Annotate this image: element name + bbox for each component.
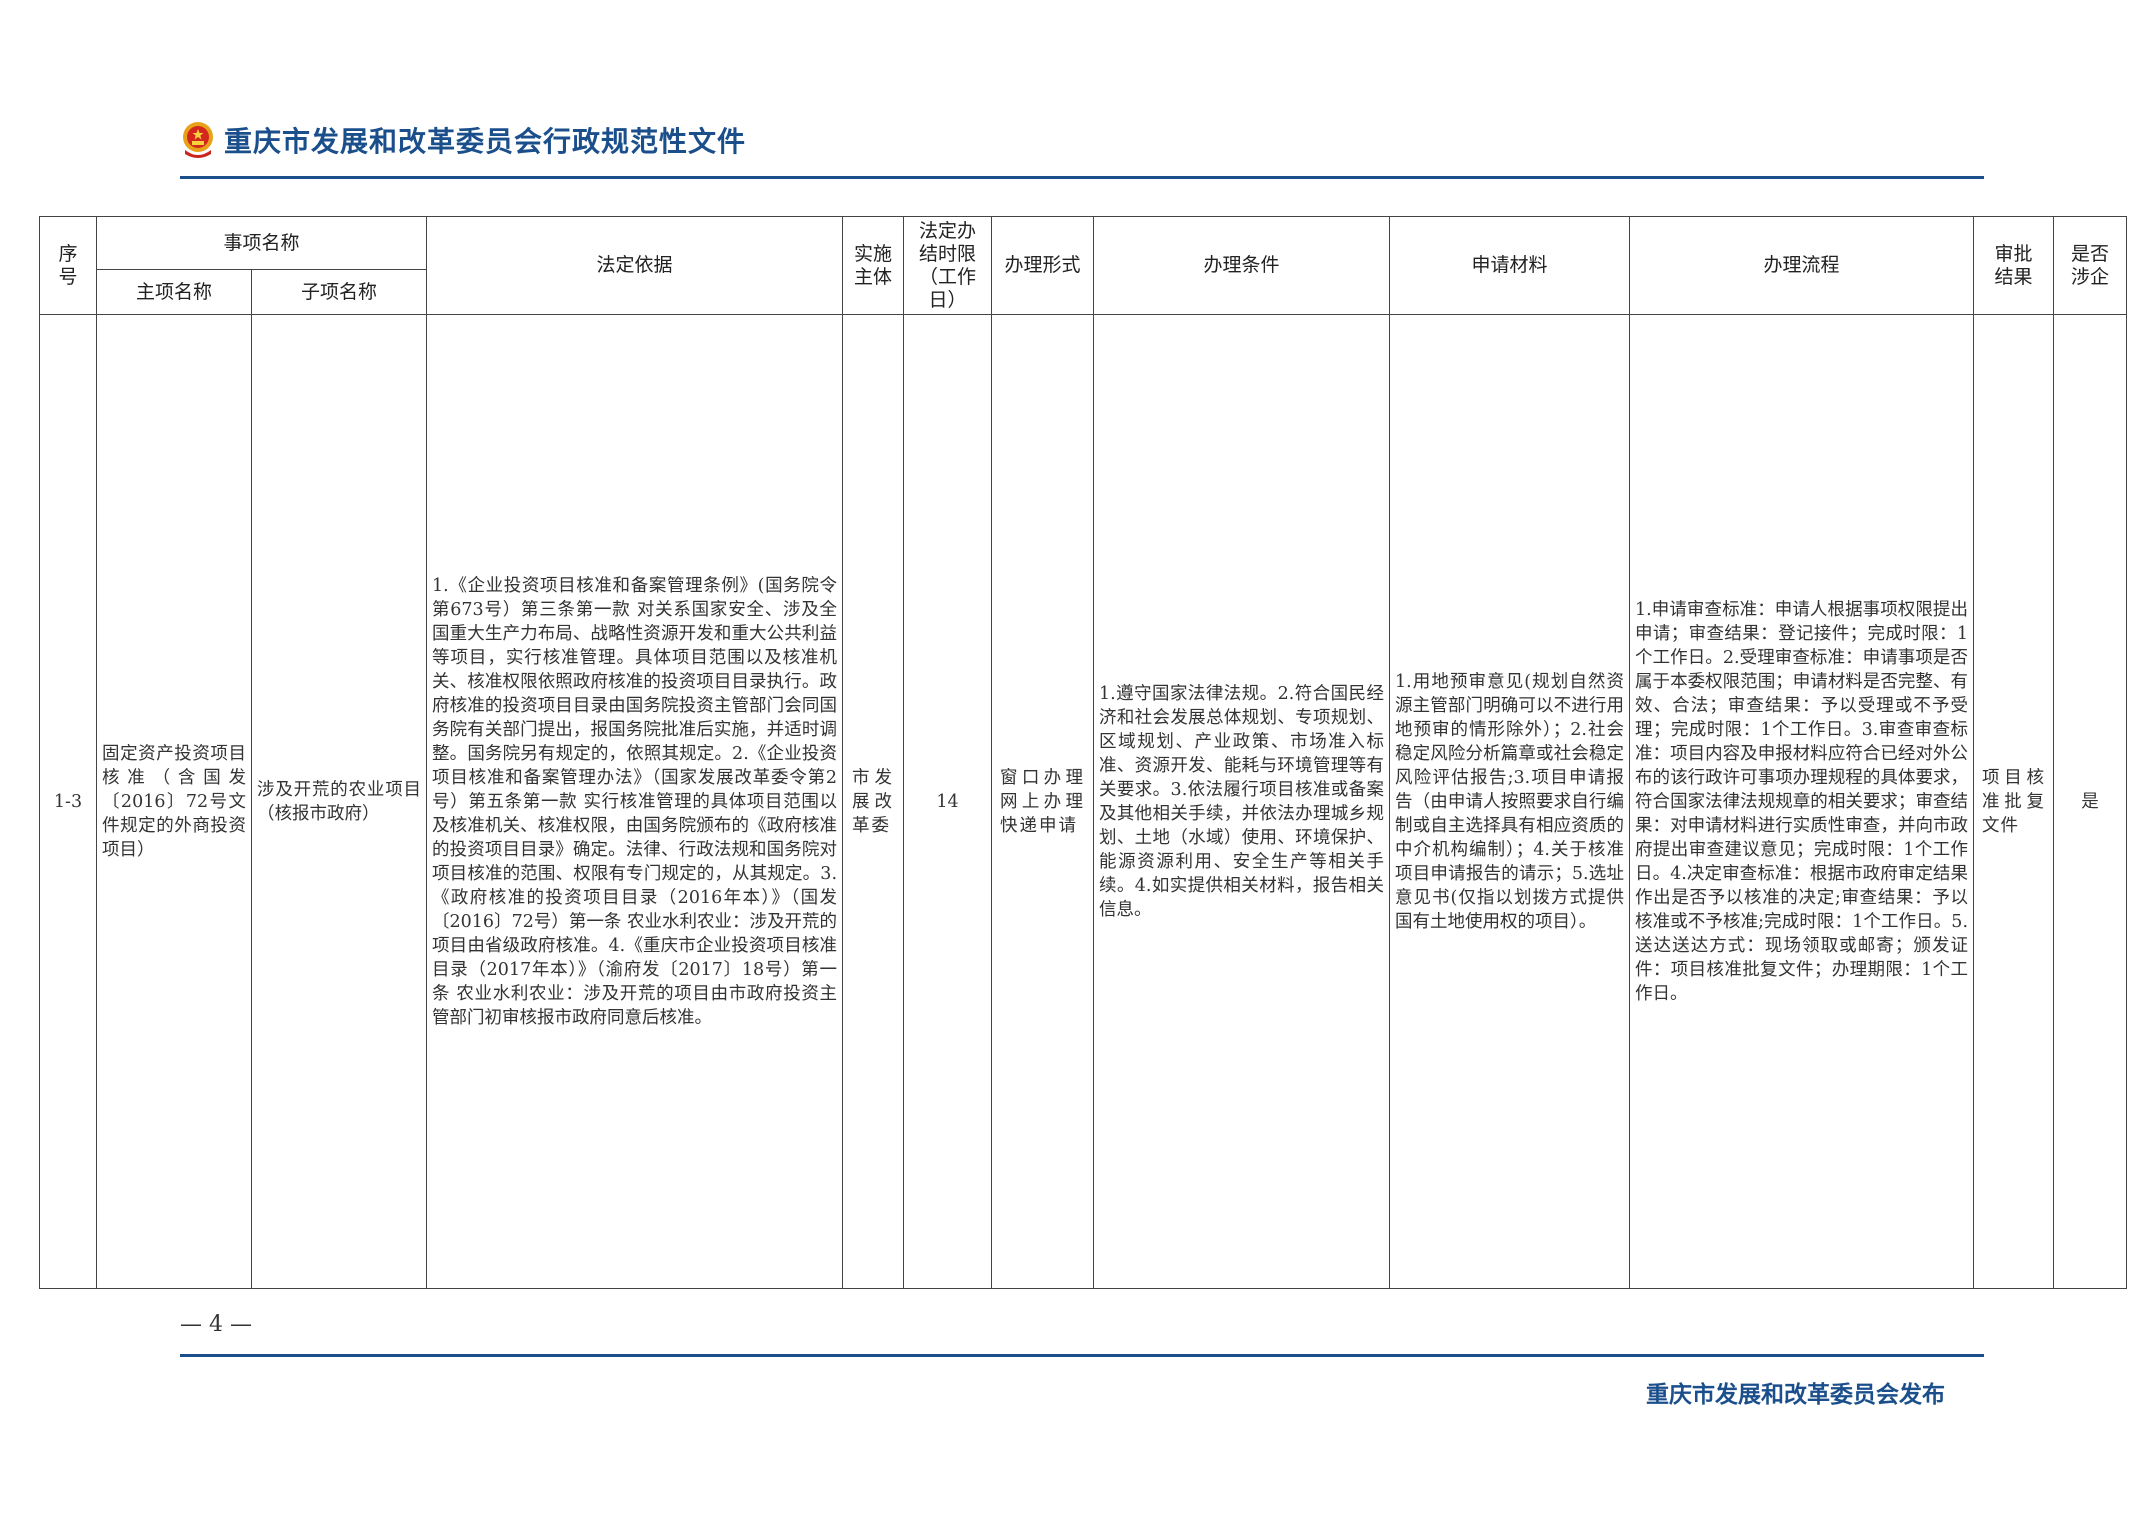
document-title: 重庆市发展和改革委员会行政规范性文件	[224, 125, 747, 158]
cell-legal-basis: 1.《企业投资项目核准和备案管理条例》(国务院令第673号）第三条第一款 对关系…	[426, 314, 844, 1289]
header-conditions: 办理条件	[1093, 216, 1391, 315]
cell-main-item: 固定资产投资项目核准（含国发〔2016〕72号文件规定的外商投资项目）	[96, 314, 252, 1289]
cell-materials: 1.用地预审意见(规划自然资源主管部门明确可以不进行用地预审的情形除外）；2.社…	[1389, 314, 1631, 1289]
page-number: — 4 —	[180, 1312, 252, 1337]
subject-text: 市发展改革委	[852, 767, 895, 836]
cell-form: 窗口办理网上办理快递申请	[991, 314, 1095, 1289]
cell-enterprise: 是	[2053, 314, 2128, 1289]
legal-basis-text: 1.《企业投资项目核准和备案管理条例》(国务院令第673号）第三条第一款 对关系…	[432, 575, 838, 1028]
header-time-limit: 法定办结时限（工作日）	[903, 216, 993, 315]
table-row: 1-3 固定资产投资项目核准（含国发〔2016〕72号文件规定的外商投资项目） …	[39, 314, 2128, 1289]
cell-sub-item: 涉及开荒的农业项目（核报市政府）	[250, 314, 428, 1289]
header-process: 办理流程	[1629, 216, 1975, 315]
header-sub-item: 子项名称	[250, 269, 428, 315]
header-materials: 申请材料	[1389, 216, 1631, 315]
conditions-text: 1.遵守国家法律法规。2.符合国民经济和社会发展总体规划、专项规划、区域规划、产…	[1099, 683, 1385, 920]
process-text: 1.申请审查标准：申请人根据事项权限提出申请；审查结果：登记接件；完成时限：1个…	[1635, 599, 1969, 1004]
publisher: 重庆市发展和改革委员会发布	[1646, 1382, 1945, 1408]
header-main-item: 主项名称	[96, 269, 252, 315]
header-form: 办理形式	[991, 216, 1095, 315]
main-item-text: 固定资产投资项目核准（含国发〔2016〕72号文件规定的外商投资项目）	[102, 743, 246, 860]
approval-items-table: 序号 事项名称 法定依据 实施主体 法定办结时限（工作日） 办理形式 办理条件 …	[39, 216, 2128, 1289]
form-text: 窗口办理网上办理快递申请	[1000, 767, 1086, 836]
header-legal-basis: 法定依据	[426, 216, 844, 315]
result-text: 项目核准批复文件	[1982, 767, 2046, 836]
header-subject: 实施主体	[842, 216, 905, 315]
cell-process: 1.申请审查标准：申请人根据事项权限提出申请；审查结果：登记接件；完成时限：1个…	[1629, 314, 1975, 1289]
header-result: 审批结果	[1973, 216, 2055, 315]
document-header: 重庆市发展和改革委员会行政规范性文件	[180, 120, 746, 160]
cell-time-limit: 14	[903, 314, 993, 1289]
sub-item-text: 涉及开荒的农业项目（核报市政府）	[257, 779, 422, 824]
header-divider	[180, 176, 1984, 179]
header-enterprise: 是否涉企	[2053, 216, 2128, 315]
header-seq: 序号	[39, 216, 97, 315]
footer-divider	[180, 1354, 1984, 1357]
header-item-name: 事项名称	[95, 216, 428, 270]
cell-result: 项目核准批复文件	[1973, 314, 2055, 1289]
national-emblem-icon	[183, 122, 213, 158]
cell-subject: 市发展改革委	[842, 314, 905, 1289]
materials-text: 1.用地预审意见(规划自然资源主管部门明确可以不进行用地预审的情形除外）；2.社…	[1395, 671, 1625, 932]
cell-conditions: 1.遵守国家法律法规。2.符合国民经济和社会发展总体规划、专项规划、区域规划、产…	[1093, 314, 1391, 1289]
cell-seq: 1-3	[39, 314, 97, 1289]
